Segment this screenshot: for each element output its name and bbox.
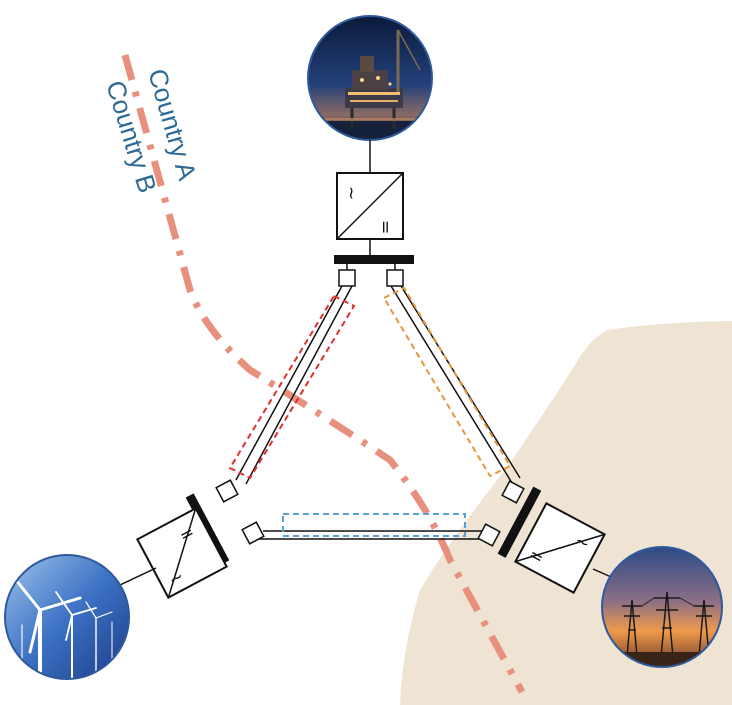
right-grid-breaker-2 bbox=[477, 523, 501, 547]
top-converter: ~ = bbox=[336, 172, 404, 240]
top-converter-ac-symbol: ~ bbox=[341, 186, 361, 200]
top-left-breaker bbox=[338, 269, 356, 287]
right-converter-assembly: ~ = bbox=[477, 480, 606, 594]
cable-wind-to-grid bbox=[256, 530, 485, 540]
top-dc-busbar bbox=[334, 255, 414, 264]
cable-platform-to-grid bbox=[390, 285, 521, 484]
cable-platform-to-wind bbox=[235, 285, 353, 485]
top-right-breaker bbox=[386, 269, 404, 287]
cable-highlight-red bbox=[228, 294, 356, 480]
offshore-wind-farm-photo bbox=[4, 554, 130, 680]
cable-highlight-orange bbox=[382, 286, 512, 478]
left-wind-breaker-2 bbox=[241, 521, 265, 545]
right-dc-busbar bbox=[497, 486, 542, 558]
top-converter-dc-symbol: = bbox=[375, 220, 395, 234]
oil-platform-photo bbox=[307, 15, 433, 141]
wind-to-converter-line bbox=[119, 567, 157, 586]
left-wind-breaker-1 bbox=[215, 479, 239, 503]
right-grid-breaker-1 bbox=[501, 480, 525, 504]
cable-highlight-blue bbox=[282, 513, 466, 537]
left-converter-assembly: = ~ bbox=[136, 479, 265, 599]
